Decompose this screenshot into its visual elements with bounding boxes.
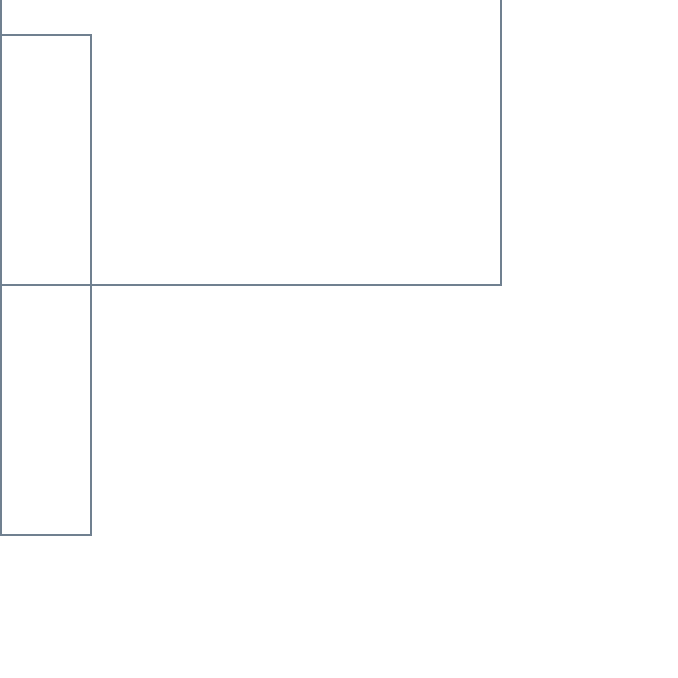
outlined-rectangle-tall — [0, 34, 92, 536]
